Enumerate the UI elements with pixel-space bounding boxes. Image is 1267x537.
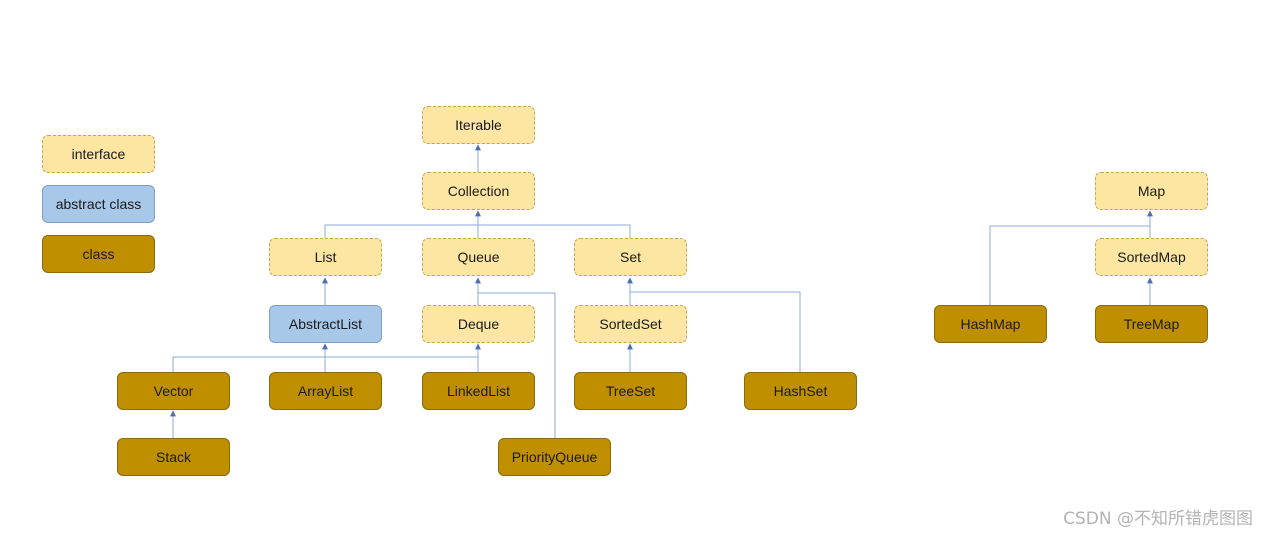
node-hash-map: HashMap: [934, 305, 1047, 343]
node-map: Map: [1095, 172, 1208, 210]
legend-interface: interface: [42, 135, 155, 173]
edge-priorityqueue-queue: [478, 292, 556, 438]
node-tree-set: TreeSet: [574, 372, 687, 410]
node-deque: Deque: [422, 305, 535, 343]
watermark-text: CSDN @不知所错虎图图: [1063, 509, 1253, 529]
node-abstract-list: AbstractList: [269, 305, 382, 343]
node-stack: Stack: [117, 438, 230, 476]
node-collection: Collection: [422, 172, 535, 210]
node-array-list: ArrayList: [269, 372, 382, 410]
node-sorted-map: SortedMap: [1095, 238, 1208, 276]
legend-abstract-class: abstract class: [42, 185, 155, 223]
edge-hashset-set: [630, 291, 801, 372]
node-set: Set: [574, 238, 687, 276]
node-vector: Vector: [117, 372, 230, 410]
legend-class: class: [42, 235, 155, 273]
edge-hashmap-bus: [989, 225, 1150, 305]
node-sorted-set: SortedSet: [574, 305, 687, 343]
node-hash-set: HashSet: [744, 372, 857, 410]
node-list: List: [269, 238, 382, 276]
node-iterable: Iterable: [422, 106, 535, 144]
node-queue: Queue: [422, 238, 535, 276]
node-linked-list: LinkedList: [422, 372, 535, 410]
node-tree-map: TreeMap: [1095, 305, 1208, 343]
node-priority-queue: PriorityQueue: [498, 438, 611, 476]
